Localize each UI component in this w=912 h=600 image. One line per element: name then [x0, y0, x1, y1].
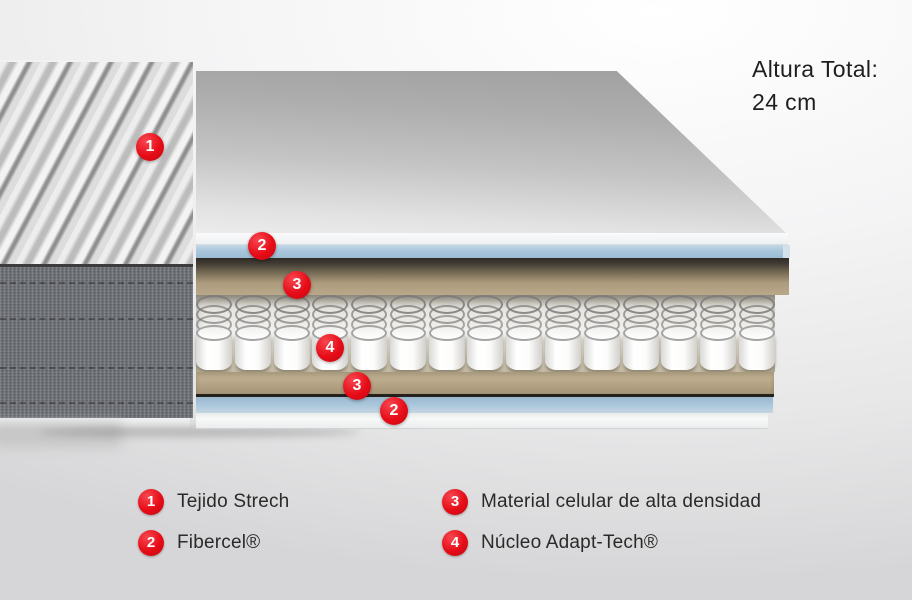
legend-badge-1: 1: [138, 489, 164, 515]
mattress-side-fabric: [0, 267, 193, 418]
quilted-fabric-corner: [0, 60, 193, 269]
legend-badge-3: 3: [442, 489, 468, 515]
floor-shadow: [40, 427, 360, 437]
stitch-line: [0, 318, 193, 320]
pocket-spring: [506, 295, 543, 372]
fibercel-layer-bottom: [196, 397, 773, 413]
pocket-spring: [545, 295, 582, 372]
pocket-spring: [389, 295, 426, 372]
legend-item-4: 4 Núcleo Adapt-Tech®: [442, 530, 658, 556]
fibercel-layer-top: [196, 245, 790, 258]
pocket-spring: [234, 295, 271, 372]
base-layer-bottom: [196, 413, 768, 429]
pocket-spring: [622, 295, 659, 372]
top-comfort-layer-surface: [196, 71, 787, 234]
top-comfort-layer-front: [196, 233, 788, 245]
total-height-label: Altura Total: 24 cm: [752, 53, 878, 119]
legend-label-4: Núcleo Adapt-Tech®: [481, 532, 659, 553]
legend-item-1: 1 Tejido Strech: [138, 489, 289, 515]
pocket-spring: [583, 295, 620, 372]
legend-label-2: Fibercel®: [177, 532, 261, 553]
total-height-line2: 24 cm: [752, 89, 817, 115]
stitch-line: [0, 282, 193, 284]
legend-item-2: 2 Fibercel®: [138, 530, 260, 556]
legend-badge-2: 2: [138, 530, 164, 556]
marker-fibercel-bottom: 2: [380, 397, 408, 425]
legend-label-1: Tejido Strech: [177, 491, 290, 512]
legend-badge-4: 4: [442, 530, 468, 556]
pocket-spring: [738, 295, 775, 372]
pocket-spring: [661, 295, 698, 372]
stitch-line: [0, 367, 193, 369]
marker-foam-top: 3: [283, 271, 311, 299]
pocket-spring: [700, 295, 737, 372]
springs-row: [196, 295, 775, 372]
pocket-spring: [467, 295, 504, 372]
total-height-line1: Altura Total:: [752, 56, 879, 82]
pocket-spring: [273, 295, 310, 372]
pocket-spring: [428, 295, 465, 372]
marker-fibercel-top: 2: [248, 232, 276, 260]
pocket-spring: [351, 295, 388, 372]
legend-item-3: 3 Material celular de alta densidad: [442, 489, 761, 515]
legend-label-3: Material celular de alta densidad: [481, 491, 762, 512]
marker-nucleo: 4: [316, 334, 344, 362]
hd-foam-layer-bottom: [196, 372, 774, 397]
floor-shadow: [0, 423, 122, 447]
marker-foam-bottom: 3: [343, 372, 371, 400]
stitch-line: [0, 402, 193, 404]
marker-tejido-strech: 1: [136, 133, 164, 161]
pocket-spring: [196, 295, 232, 372]
